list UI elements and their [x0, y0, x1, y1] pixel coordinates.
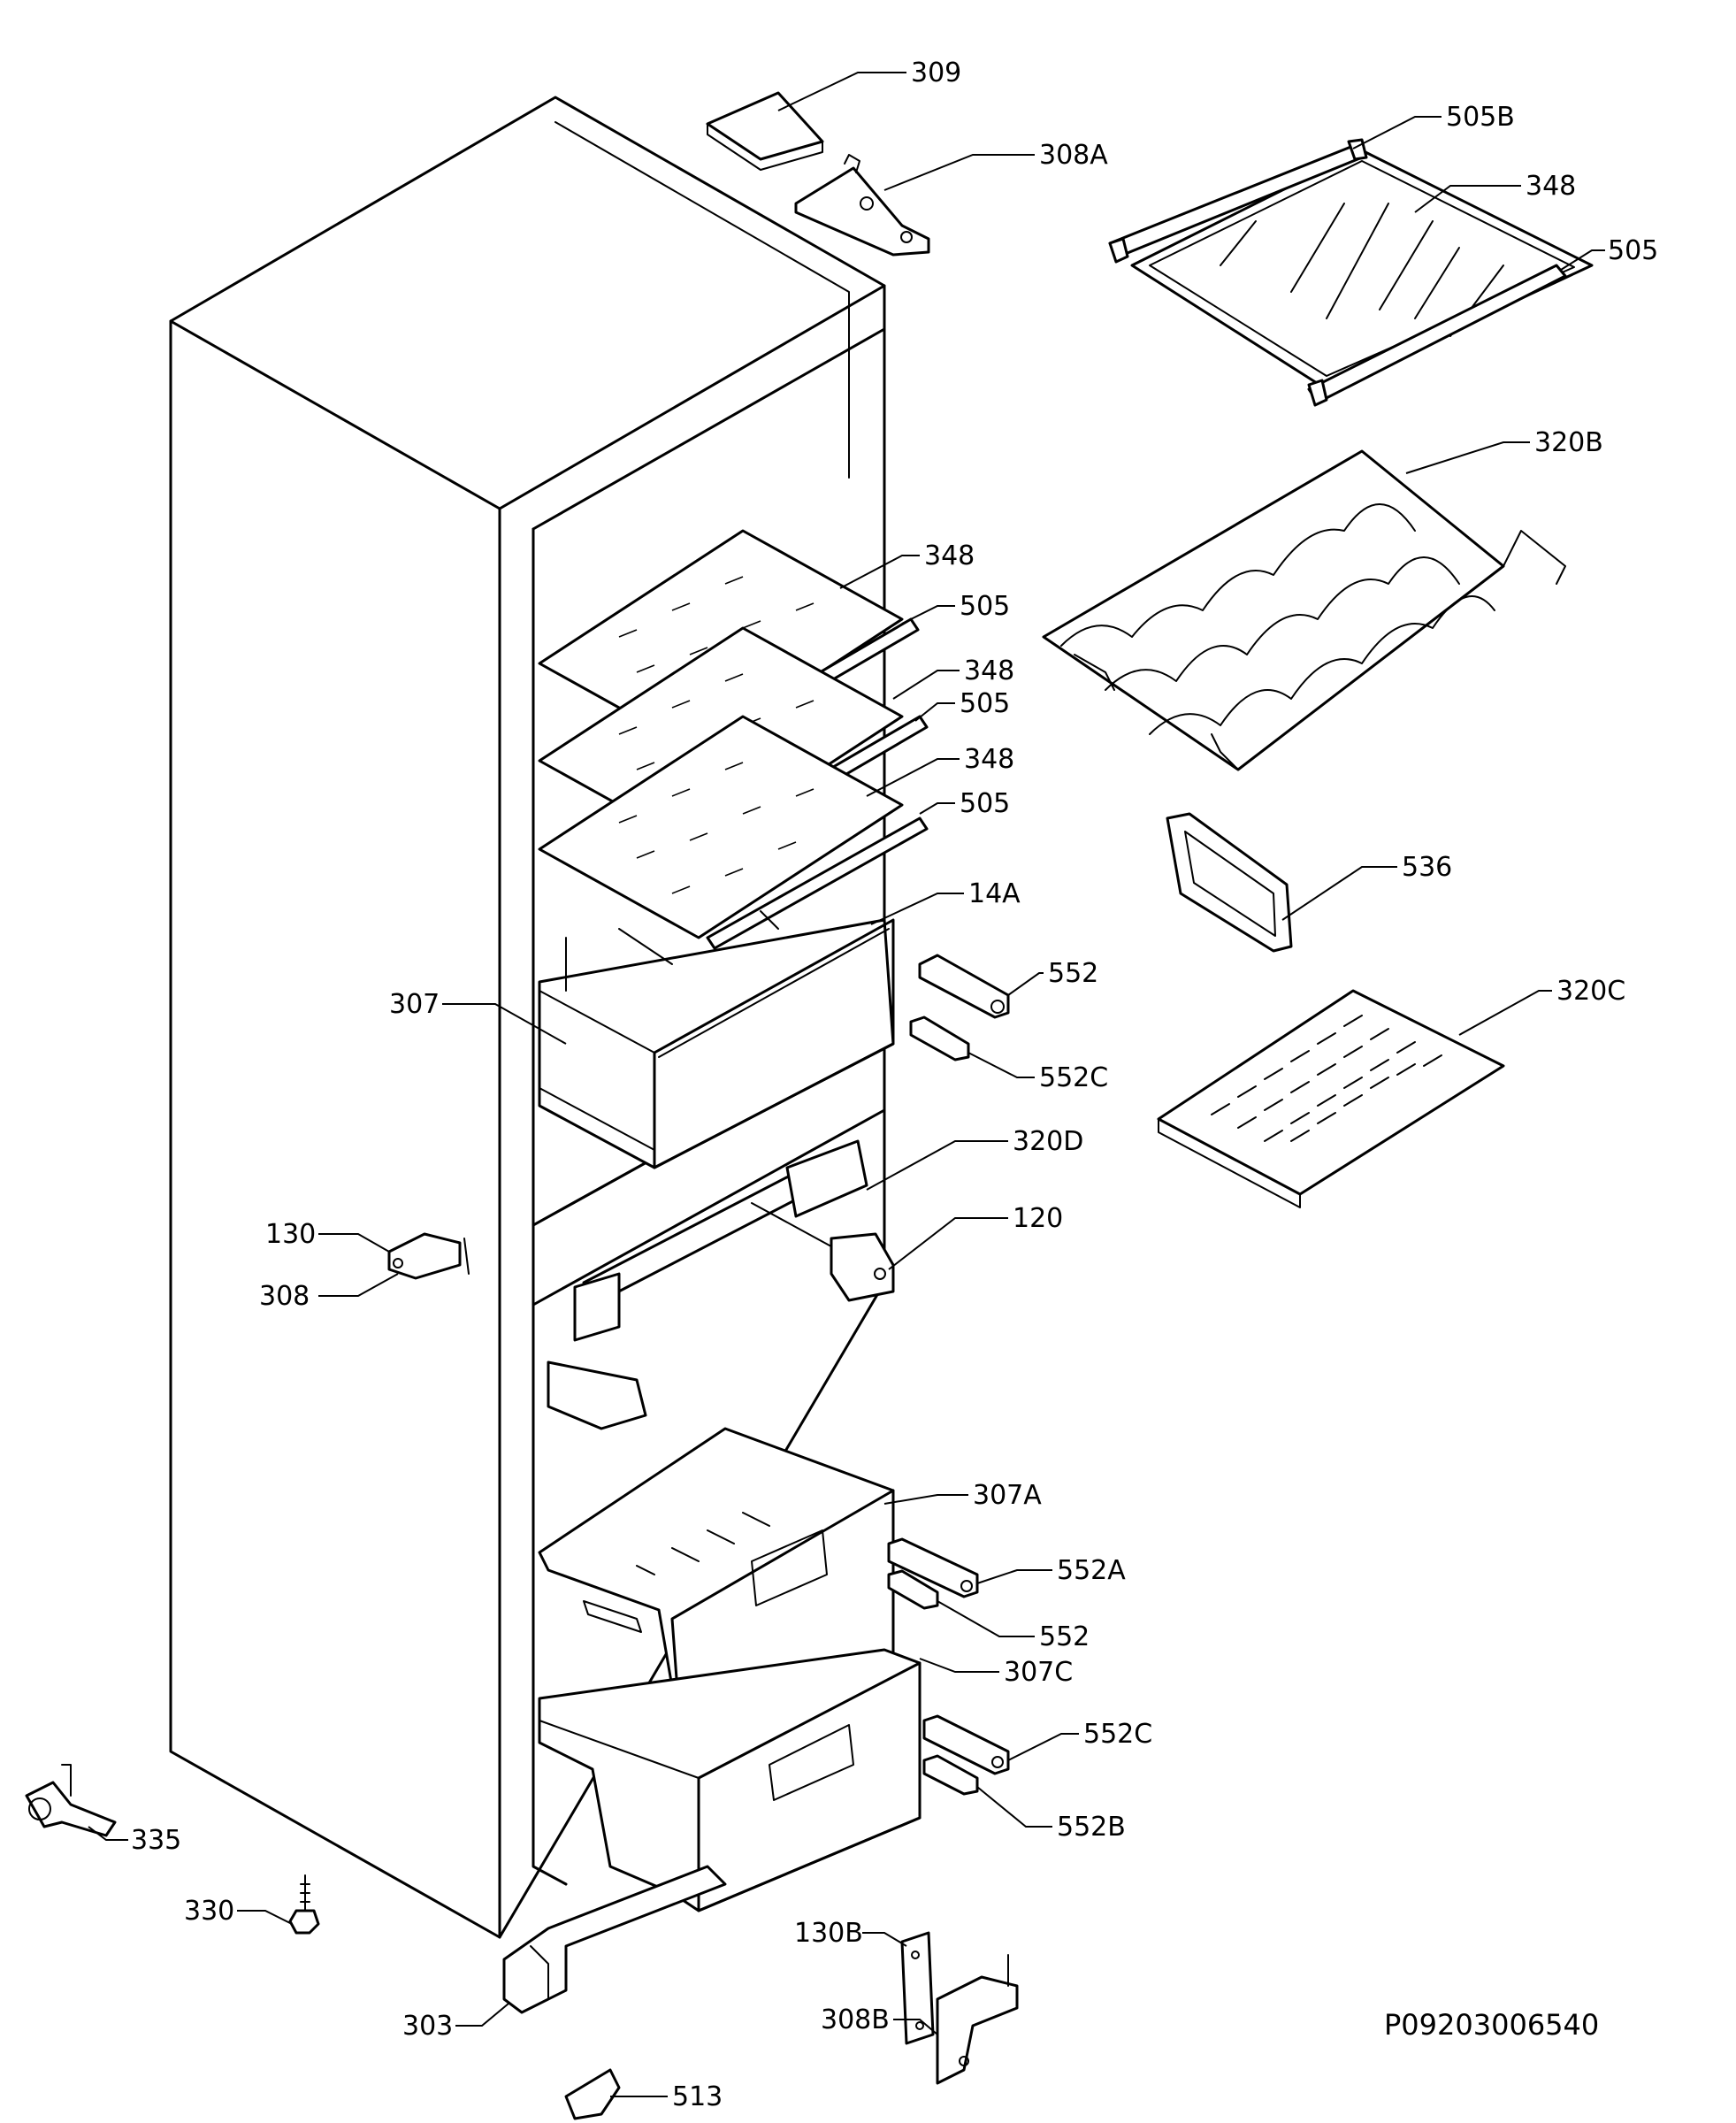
kick-plate-303 — [502, 1865, 727, 2014]
label-120: 120 — [1013, 1203, 1063, 1234]
drawer-rail-552-top — [918, 954, 1010, 1019]
label-505-top: 505 — [1608, 235, 1658, 266]
label-330: 330 — [184, 1896, 234, 1927]
label-309: 309 — [911, 57, 961, 88]
label-552C-top: 552C — [1039, 1062, 1108, 1093]
label-307C: 307C — [1004, 1657, 1073, 1688]
label-308B: 308B — [821, 2004, 890, 2035]
label-320D: 320D — [1013, 1126, 1083, 1157]
label-308A: 308A — [1039, 140, 1108, 171]
drawer-rail-552-mid — [887, 1569, 939, 1610]
freezer-shelf-frame-320D — [573, 1139, 868, 1342]
label-14A: 14A — [968, 878, 1021, 909]
label-335: 335 — [131, 1825, 181, 1856]
top-hinge-cover-309 — [706, 91, 824, 171]
label-130: 130 — [265, 1219, 316, 1250]
glass-shelf-348-top — [1130, 149, 1594, 391]
label-130B: 130B — [794, 1918, 863, 1949]
label-552B: 552B — [1057, 1812, 1126, 1843]
drawer-rail-552B — [922, 1754, 979, 1796]
label-552-mid: 552 — [1039, 1621, 1090, 1652]
label-303: 303 — [402, 2011, 453, 2042]
label-505-1: 505 — [960, 591, 1010, 622]
shelf-trim-505-3 — [706, 816, 929, 950]
drawer-rail-552C-top — [909, 1016, 970, 1062]
part-labels: 309 308A 505B 348 505 320B 348 505 348 5… — [131, 57, 1658, 2112]
bracket-513 — [564, 2068, 621, 2120]
grid-shelf-320C — [1157, 989, 1505, 1208]
drawer-rail-552A — [887, 1537, 979, 1598]
drawer-rail-552C-bottom — [922, 1714, 1010, 1775]
shelf-trim-505B — [1108, 138, 1368, 264]
label-320C: 320C — [1556, 976, 1625, 1007]
lower-hinge-130B-308B — [900, 1931, 1019, 2085]
label-552-top: 552 — [1048, 958, 1098, 989]
label-505-2: 505 — [960, 688, 1010, 719]
glass-shelf-348-3 — [538, 715, 904, 939]
label-536: 536 — [1402, 852, 1452, 883]
shelf-trim-505-top — [1307, 264, 1567, 407]
label-348-1: 348 — [924, 540, 975, 571]
bottom-freezer-drawer-307C — [538, 1648, 922, 1912]
adjustable-foot-335 — [25, 1764, 117, 1837]
freezer-guide-120 — [547, 1232, 895, 1430]
label-552A: 552A — [1057, 1555, 1126, 1586]
bottle-rack-320B — [1042, 449, 1566, 771]
label-505B: 505B — [1446, 102, 1515, 133]
label-552C-bottom: 552C — [1083, 1719, 1152, 1750]
bottle-holder-frame-536 — [1166, 812, 1293, 953]
label-505-3: 505 — [960, 788, 1010, 819]
leader-lines — [88, 72, 1605, 2097]
label-348-3: 348 — [964, 744, 1014, 775]
crisper-drawer-307 — [538, 910, 895, 1169]
label-307: 307 — [389, 989, 440, 1020]
label-348-2: 348 — [964, 655, 1014, 686]
drawing-code: P09203006540 — [1384, 2008, 1599, 2042]
label-513: 513 — [672, 2081, 723, 2112]
label-307A: 307A — [973, 1480, 1042, 1511]
label-348-top: 348 — [1526, 171, 1576, 202]
middle-hinge-130-308 — [387, 1232, 470, 1280]
top-hinge-308A — [794, 154, 930, 257]
foot-screw-330 — [288, 1874, 320, 1935]
label-320B: 320B — [1534, 427, 1603, 458]
label-308: 308 — [259, 1281, 310, 1312]
